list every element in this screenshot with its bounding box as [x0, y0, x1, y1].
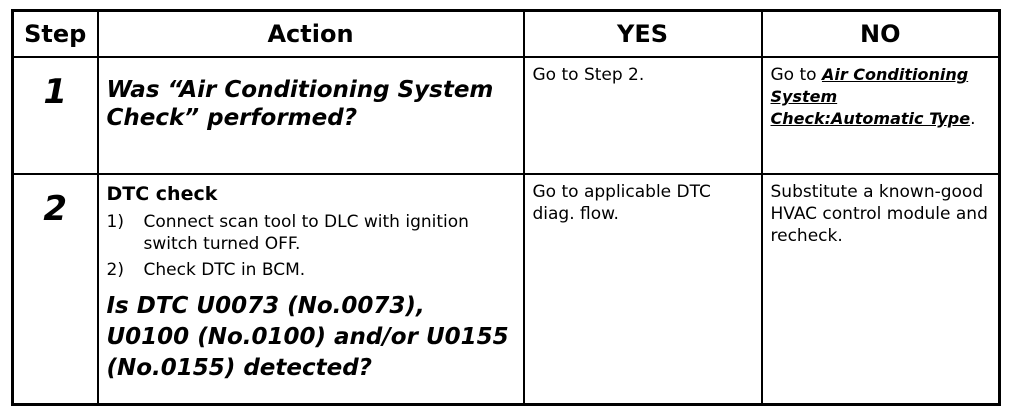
ac-system-check-link[interactable]: Air Conditioning System Check:Automatic …: [770, 65, 971, 128]
no-suffix: .: [970, 109, 976, 129]
table-row: 2 DTC check 1) Connect scan tool to DLC …: [11, 173, 1001, 406]
header-action: Action: [96, 9, 525, 58]
table-row: 1 Was “Air Conditioning System Check” pe…: [11, 56, 1001, 175]
action-title: DTC check: [106, 183, 218, 205]
header-no: NO: [760, 9, 1001, 58]
step-question: Is DTC U0073 (No.0073), U0100 (No.0100) …: [106, 293, 509, 381]
step-cell: 1: [11, 56, 99, 175]
yes-text: Go to applicable DTC diag. flow.: [532, 182, 711, 224]
step-number: 2: [43, 189, 68, 229]
substep-list: 1) Connect scan tool to DLC with ignitio…: [107, 211, 515, 281]
substep-text: Connect scan tool to DLC with ignition s…: [143, 212, 469, 254]
no-text: Go to Air Conditioning System Check:Auto…: [763, 58, 999, 130]
step-question: Was “Air Conditioning System Check” perf…: [106, 77, 494, 131]
yes-cell: Go to applicable DTC diag. flow.: [522, 173, 763, 406]
list-item: 1) Connect scan tool to DLC with ignitio…: [107, 211, 515, 255]
header-yes: YES: [522, 9, 763, 58]
list-item: 2) Check DTC in BCM.: [107, 259, 515, 281]
diagnostic-table: Step Action YES NO 1 Was “Air Conditioni…: [11, 9, 1001, 406]
step-cell: 2: [11, 173, 99, 406]
yes-cell: Go to Step 2.: [522, 56, 763, 175]
no-cell: Go to Air Conditioning System Check:Auto…: [760, 56, 1001, 175]
action-cell: Was “Air Conditioning System Check” perf…: [96, 56, 525, 175]
no-prefix: Go to: [770, 65, 822, 85]
action-cell: DTC check 1) Connect scan tool to DLC wi…: [96, 173, 525, 406]
step-number: 1: [43, 72, 68, 112]
substep-number: 2): [106, 260, 124, 280]
header-step: Step: [11, 9, 99, 58]
header-row: Step Action YES NO: [11, 9, 1001, 58]
no-cell: Substitute a known-good HVAC control mod…: [760, 173, 1001, 406]
no-text: Substitute a known-good HVAC control mod…: [770, 182, 988, 246]
substep-number: 1): [106, 212, 124, 232]
substep-text: Check DTC in BCM.: [143, 260, 306, 280]
yes-text: Go to Step 2.: [532, 65, 645, 85]
